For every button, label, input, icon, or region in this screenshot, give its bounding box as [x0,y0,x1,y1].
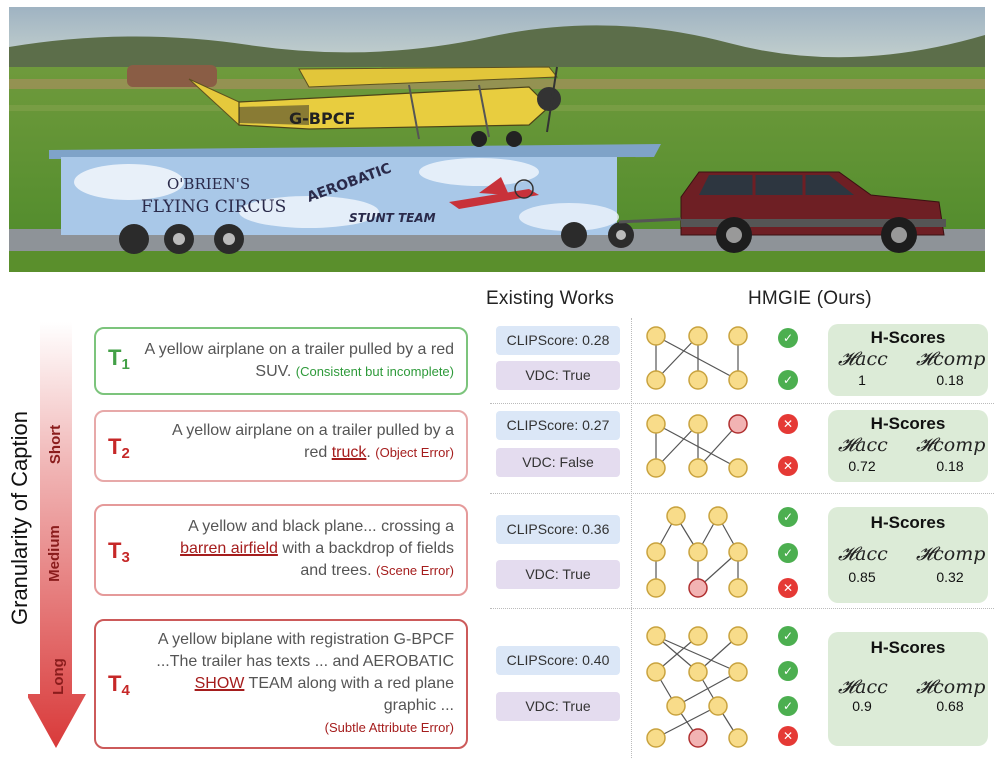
caption-note-t1: (Consistent but incomplete) [295,364,454,379]
vdc-t4: VDC: True [496,692,620,721]
caption-box-t4: T4 A yellow biplane with registration G-… [94,619,468,749]
hscore-title: H-Scores [870,638,946,657]
hscore-box-t4: H-Scores 𝓗acc 𝓗comp 0.9 0.68 [828,632,988,746]
check-icon: ✓ [778,661,798,681]
check-icon: ✓ [778,370,798,390]
hscore-acc-label: 𝓗acc [838,348,888,370]
header-hmgie: HMGIE (Ours) [748,288,872,309]
hscore-box-t3: H-Scores 𝓗acc 𝓗comp 0.85 0.32 [828,507,988,603]
plane-registration: G-BPCF [289,109,355,128]
column-separator [631,318,632,758]
caption-note-t4: (Subtle Attribute Error) [324,720,454,735]
hscore-comp-label: 𝓗comp [916,434,986,456]
trailer-text-obriens: O'BRIEN'S [167,175,250,193]
clipscore-t3: CLIPScore: 0.36 [496,515,620,544]
caption-error-t2: truck [331,444,367,461]
axis-level-medium: Medium [45,525,63,582]
hscore-box-t1: H-Scores 𝓗acc 𝓗comp 1 0.18 [828,324,988,396]
hscore-acc-value: 0.72 [848,458,876,474]
hscore-acc-value: 0.85 [848,569,876,585]
hscore-acc-label: 𝓗acc [838,543,888,565]
caption-note-t2: (Object Error) [375,445,454,460]
row-separator [490,403,994,404]
graph-t4 [646,626,748,748]
caption-tag-t3: T3 [108,538,130,566]
graph-t3 [646,506,748,598]
hscore-title: H-Scores [870,513,946,532]
header-existing-works: Existing Works [486,288,615,309]
axis-level-short: Short [47,424,65,465]
caption-tag-t1: T1 [108,345,130,373]
hscore-acc-label: 𝓗acc [838,434,888,456]
graph-t1 [646,326,748,390]
hscore-comp-value: 0.18 [936,372,964,388]
hscore-title: H-Scores [870,328,946,347]
axis-title: Granularity of Caption [7,411,32,625]
caption-tag-t4: T4 [108,671,130,699]
caption-text-t2: A yellow airplane on a trailer pulled by… [172,422,454,461]
hscore-comp-value: 0.32 [936,569,964,585]
caption-box-t1: T1 A yellow airplane on a trailer pulled… [94,327,468,395]
granularity-arrow [28,322,86,748]
trailer-text-stunt-team: STUNT TEAM [349,211,436,225]
scene-photo: O'BRIEN'S FLYING CIRCUS AEROBATIC STUNT … [9,7,985,272]
row-separator [490,608,994,609]
trailer-text-flying-circus: FLYING CIRCUS [141,197,286,217]
hscore-box-t2: H-Scores 𝓗acc 𝓗comp 0.72 0.18 [828,410,988,482]
caption-text-t1: A yellow airplane on a trailer pulled by… [144,341,454,380]
vdc-t1: VDC: True [496,361,620,390]
caption-error-t4: SHOW [194,675,245,692]
clipscore-t4: CLIPScore: 0.40 [496,646,620,675]
hscore-comp-label: 𝓗comp [916,676,986,698]
vdc-t2: VDC: False [496,448,620,477]
caption-box-t2: T2 A yellow airplane on a trailer pulled… [94,410,468,482]
hscore-acc-label: 𝓗acc [838,676,888,698]
hscore-comp-label: 𝓗comp [916,543,986,565]
caption-tag-t2: T2 [108,434,130,462]
cross-icon: ✕ [778,726,798,746]
vdc-t3: VDC: True [496,560,620,589]
hscore-comp-label: 𝓗comp [916,348,986,370]
caption-error-t3: barren airfield [180,540,278,557]
axis-level-long: Long [49,658,67,695]
clipscore-t2: CLIPScore: 0.27 [496,411,620,440]
check-icon: ✓ [778,507,798,527]
caption-box-t3: T3 A yellow and black plane... crossing … [94,504,468,596]
row-separator [490,493,994,494]
hscore-title: H-Scores [870,414,946,433]
check-icon: ✓ [778,543,798,563]
caption-note-t3: (Scene Error) [375,563,454,578]
cross-icon: ✕ [778,456,798,476]
hscore-acc-value: 1 [858,372,866,388]
check-icon: ✓ [778,626,798,646]
cross-icon: ✕ [778,578,798,598]
check-icon: ✓ [778,328,798,348]
cross-icon: ✕ [778,414,798,434]
check-icon: ✓ [778,696,798,716]
graph-t2 [646,414,748,478]
hscore-comp-value: 0.18 [936,458,964,474]
hscore-acc-value: 0.9 [852,698,872,714]
caption-text-t4: A yellow biplane with registration G-BPC… [156,631,454,735]
clipscore-t1: CLIPScore: 0.28 [496,326,620,355]
caption-text-t3: A yellow and black plane... crossing a b… [180,518,454,579]
hscore-comp-value: 0.68 [936,698,964,714]
